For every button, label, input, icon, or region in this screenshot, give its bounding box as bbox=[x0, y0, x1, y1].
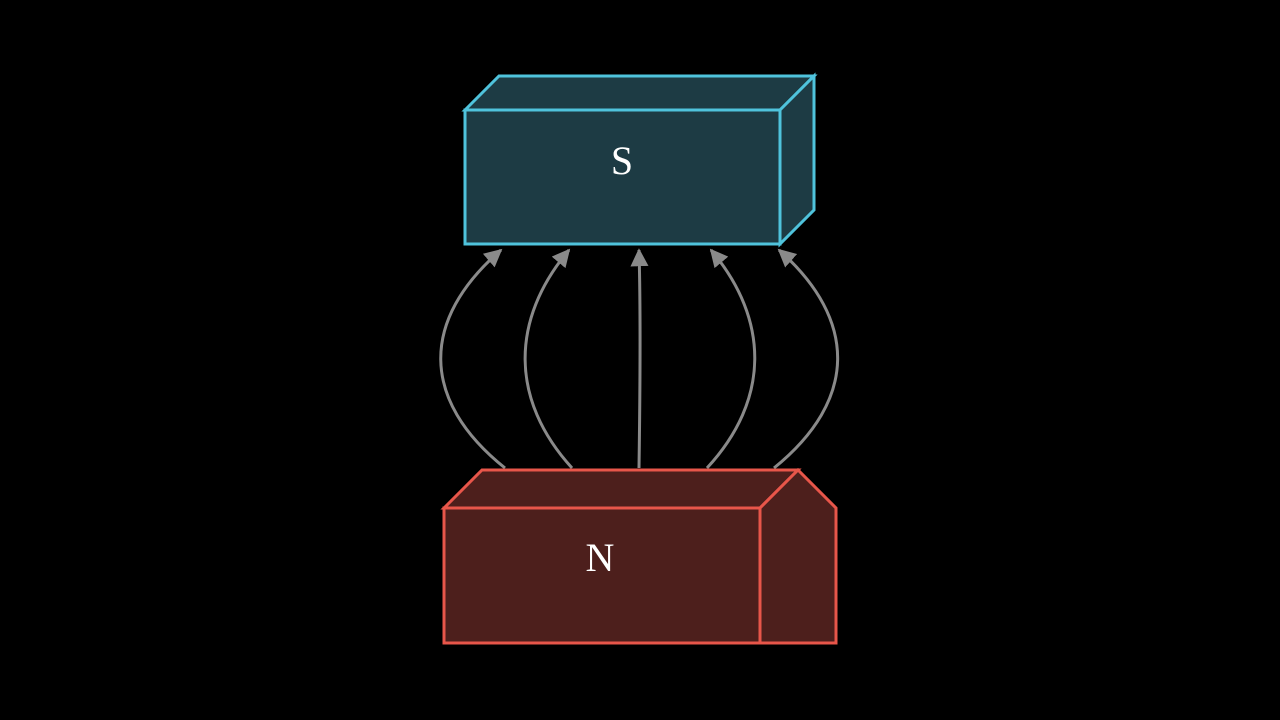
north-pole-label: N bbox=[586, 535, 615, 580]
field-line-center bbox=[630, 248, 649, 469]
north-magnet-top-face bbox=[440, 468, 802, 510]
north-magnet-side-face bbox=[758, 467, 838, 645]
north-pole-magnet: N bbox=[440, 467, 838, 645]
field-line-inner-left bbox=[523, 248, 574, 470]
field-line-inner-right bbox=[705, 248, 757, 470]
field-line-outer-right bbox=[773, 248, 840, 470]
south-magnet-top-face bbox=[461, 74, 818, 112]
south-pole-label: S bbox=[611, 138, 633, 183]
south-magnet-front-face bbox=[463, 108, 782, 246]
field-lines bbox=[439, 248, 840, 470]
north-magnet-front-face bbox=[442, 506, 762, 645]
field-line-outer-left bbox=[439, 248, 506, 470]
south-pole-magnet: S bbox=[461, 72, 818, 248]
